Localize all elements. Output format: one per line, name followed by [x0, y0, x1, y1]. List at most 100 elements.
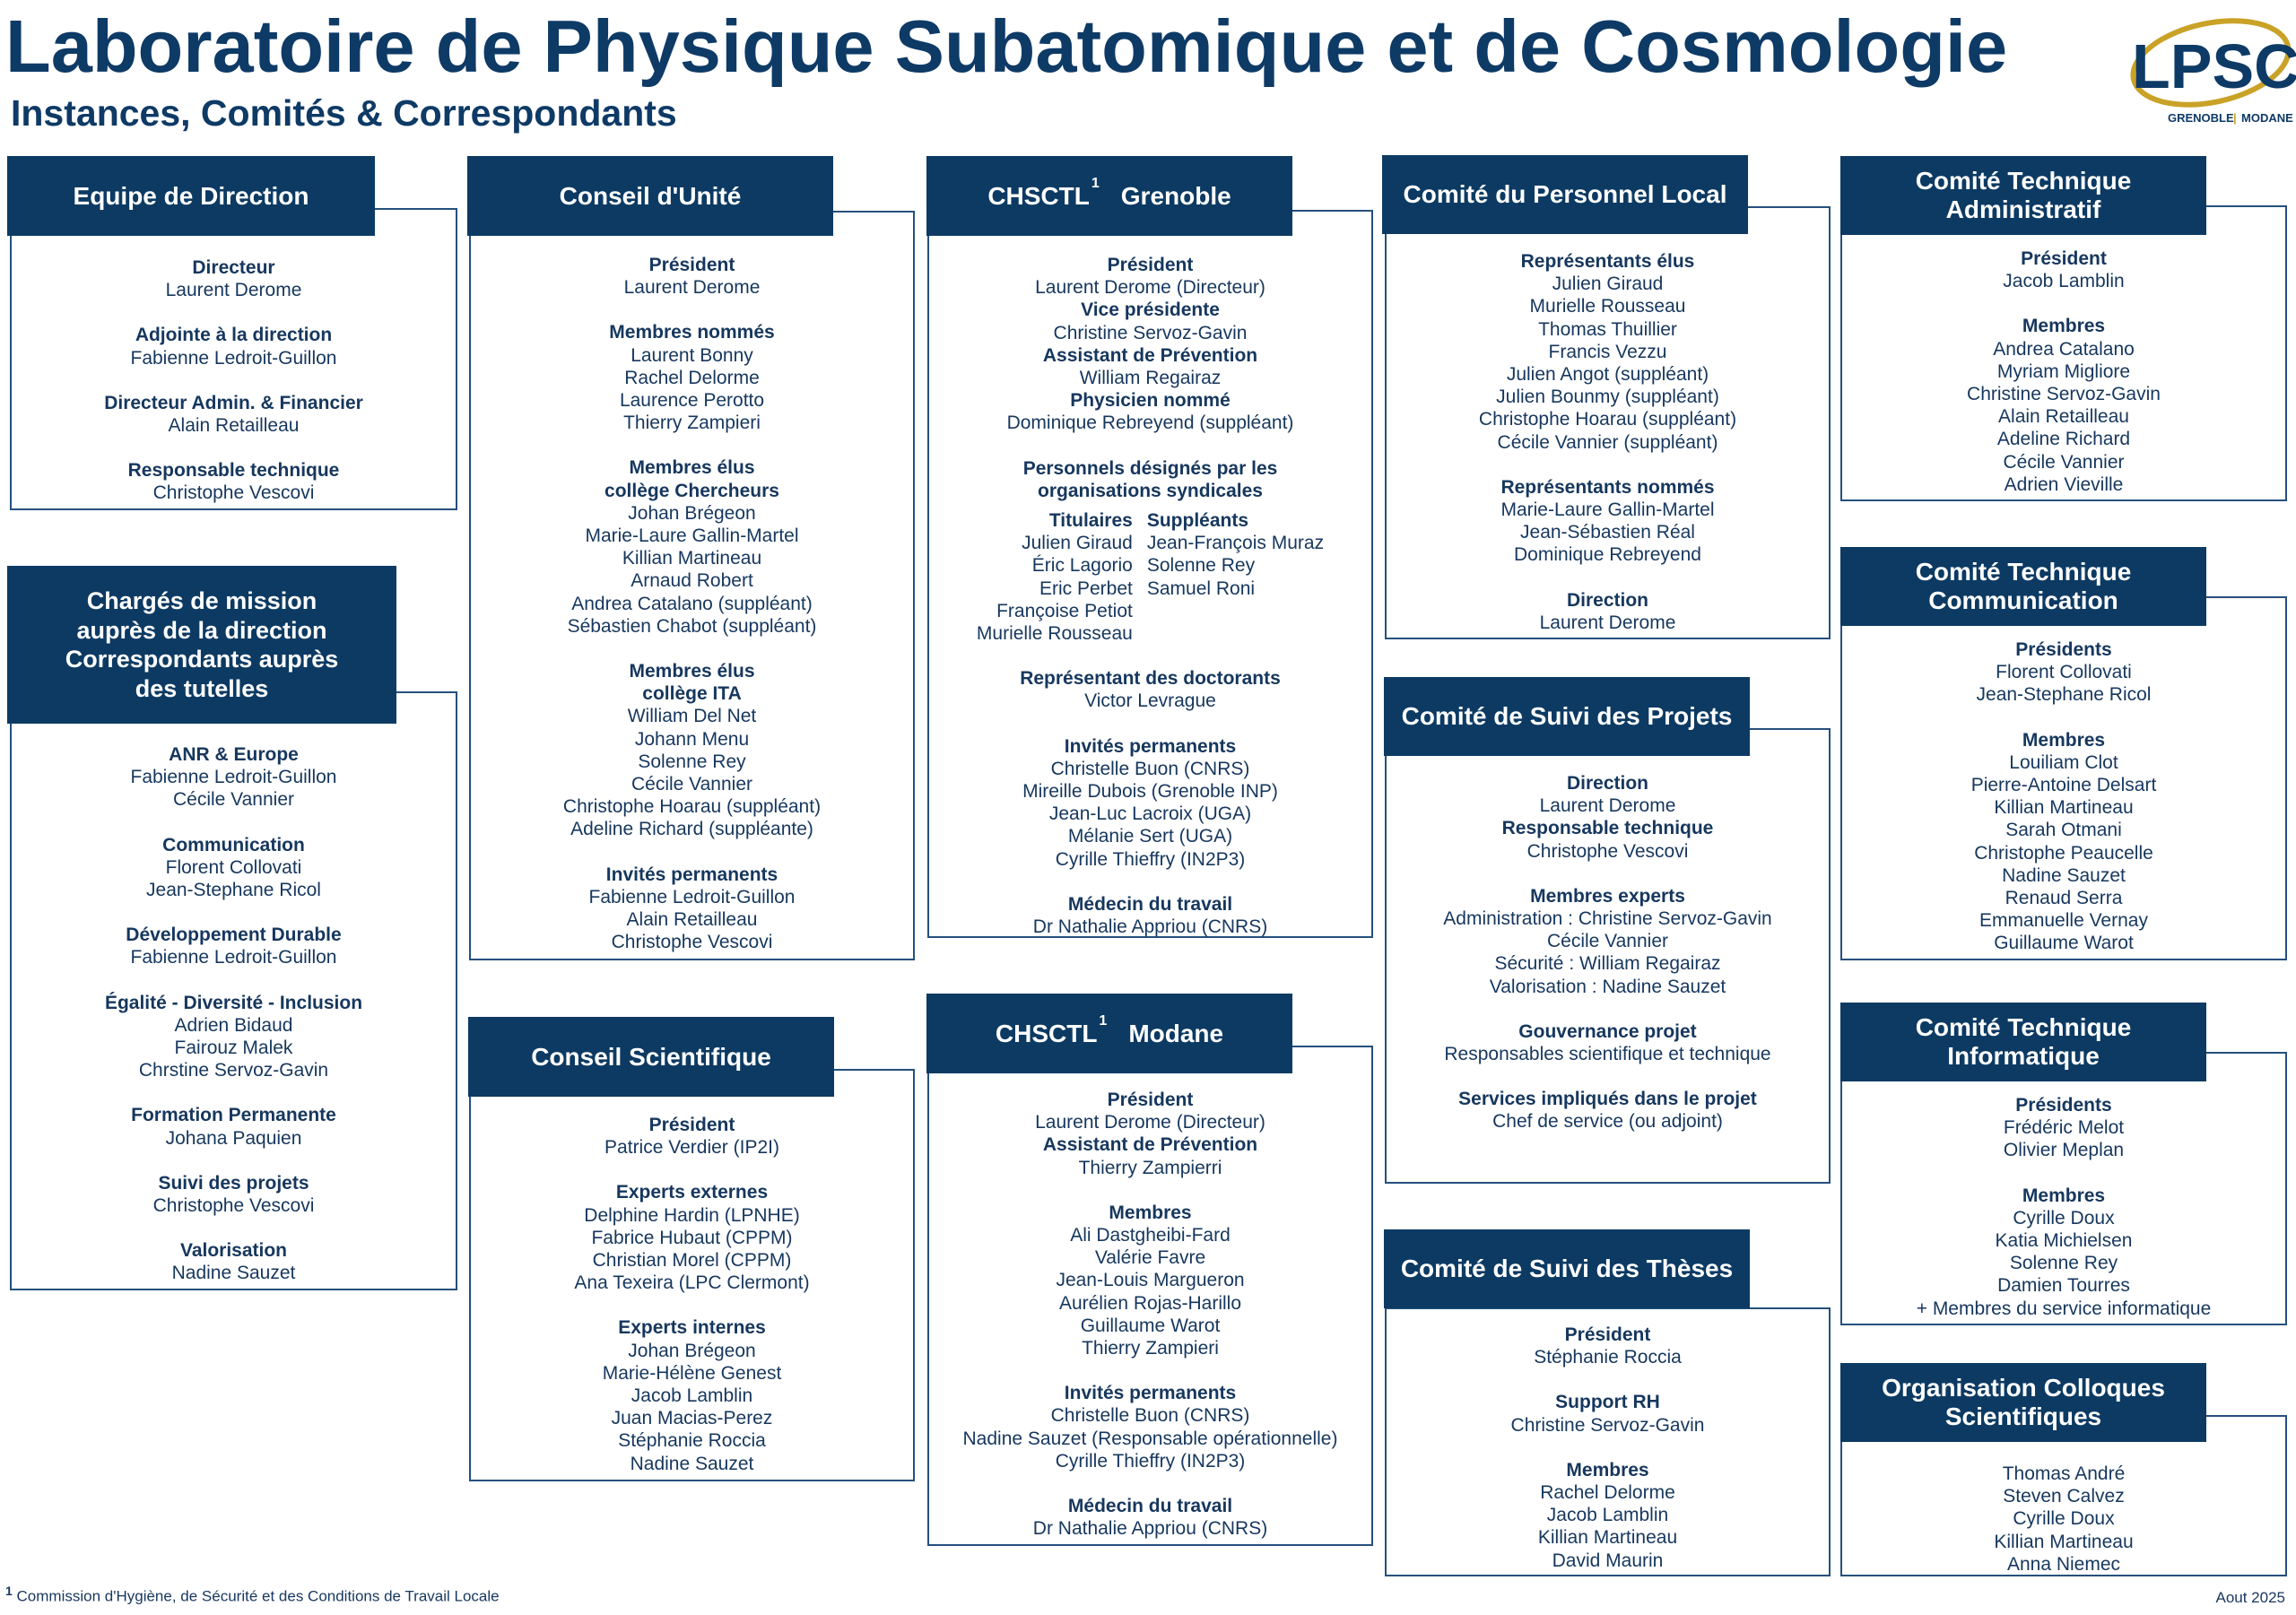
- member-name: Dominique Rebreyend: [1514, 544, 1701, 566]
- section-label: Physicien nommé: [1070, 390, 1231, 412]
- member-name: Christophe Hoarau (suppléant): [562, 796, 822, 818]
- member-name: Laurent Derome: [1539, 795, 1676, 817]
- section-label: Membres experts: [1530, 885, 1685, 907]
- member-name: Delphine Hardin (LPNHE): [584, 1204, 800, 1226]
- section-label: Invités permanents: [605, 864, 778, 885]
- section-label: Experts internes: [618, 1317, 766, 1339]
- member-name: David Maurin: [1552, 1550, 1664, 1571]
- member-name: Jean-Stephane Ricol: [1976, 684, 2152, 706]
- member-name: Christophe Peaucelle: [1974, 842, 2153, 864]
- member-name: Stéphanie Roccia: [618, 1430, 766, 1452]
- member-name: Olivier Meplan: [2003, 1140, 2125, 1161]
- section-label: Membres: [1109, 1202, 1192, 1223]
- section-label: Responsable technique: [127, 460, 340, 482]
- member-name: Christian Morel (CPPM): [592, 1250, 792, 1272]
- section-label: Président: [1564, 1324, 1651, 1345]
- member-name: Laurent Derome: [1539, 612, 1676, 633]
- member-name: Julien Angot (suppléant): [1506, 364, 1709, 386]
- member-name: Jean-Sébastien Réal: [1520, 522, 1695, 543]
- header-chsctl-label: CHSCTL: [987, 181, 1090, 210]
- member-name: Emmanuelle Vernay: [1979, 910, 2148, 932]
- member-name: Johan Brégeon: [628, 1340, 756, 1361]
- member-name: Killian Martineau: [1994, 1531, 2134, 1552]
- section-label: Membres: [1566, 1459, 1649, 1480]
- member-name: Solenne Rey: [2009, 1253, 2118, 1274]
- member-name: Rachel Delorme: [1540, 1482, 1675, 1504]
- member-name: Sarah Otmani: [2005, 820, 2122, 841]
- member-name: Jean-Luc Lacroix (UGA): [1048, 803, 1252, 825]
- member-name: Fabienne Ledroit-Guillon: [130, 347, 337, 369]
- member-name: Christelle Buon (CNRS): [1050, 758, 1250, 779]
- member-name: Dr Nathalie Appriou (CNRS): [1032, 1518, 1268, 1540]
- header-ct-comm: Comité Technique Communication: [1840, 547, 2206, 626]
- member-name: Christine Servoz-Gavin: [1510, 1414, 1705, 1436]
- section-label: Membres: [2022, 729, 2106, 751]
- member-name: Jean-Stephane Ricol: [146, 880, 321, 901]
- section-label: Représentants élus: [1520, 251, 1695, 272]
- member-name: Laurent Derome (Directeur): [1035, 277, 1265, 299]
- member-name: Anna Niemec: [2006, 1553, 2121, 1575]
- section-label: Support RH: [1555, 1392, 1660, 1413]
- member-name: Cyrille Doux: [2013, 1508, 2115, 1530]
- logo-sub-left: GRENOBLE: [2168, 111, 2234, 125]
- section-label: ANR & Europe: [169, 744, 299, 765]
- member-name: Sécurité : William Regairaz: [1494, 953, 1721, 975]
- member-name: Florent Collovati: [165, 856, 302, 878]
- section-label: Représentant des doctorants: [1020, 668, 1281, 690]
- member-name: Johana Paquien: [165, 1127, 302, 1149]
- member-name: Christine Servoz-Gavin: [1053, 322, 1248, 343]
- member-name: Andrea Catalano: [1993, 338, 2135, 360]
- section-label: Membres nommés: [609, 322, 775, 343]
- member-name: Dr Nathalie Appriou (CNRS): [1032, 916, 1268, 938]
- member-name: Christophe Vescovi: [611, 932, 773, 953]
- member-name: Cyrille Doux: [2013, 1207, 2115, 1229]
- member-name: Alain Retailleau: [626, 909, 758, 931]
- logo-text: LPSC: [2132, 31, 2296, 101]
- section-label: Membres élus collège ITA: [629, 661, 755, 705]
- member-name: Samuel Roni: [1146, 577, 1256, 599]
- member-name: Laurent Derome (Directeur): [1035, 1112, 1265, 1133]
- member-name: Johann Menu: [634, 728, 750, 750]
- member-name: Fairouz Malek: [174, 1038, 293, 1059]
- section-label: Communication: [162, 834, 305, 855]
- member-name: Myriam Migliore: [1996, 360, 2131, 382]
- member-name: Rachel Delorme: [624, 367, 760, 388]
- member-name: Thomas André: [2002, 1463, 2126, 1484]
- member-name: Julien Giraud: [1022, 533, 1133, 554]
- section-label: Suivi des projets: [158, 1172, 309, 1194]
- logo-sub-right: MODANE: [2241, 111, 2293, 125]
- section-label: Représentants nommés: [1500, 476, 1715, 498]
- header-conseil-unite: Conseil d'Unité: [467, 156, 833, 236]
